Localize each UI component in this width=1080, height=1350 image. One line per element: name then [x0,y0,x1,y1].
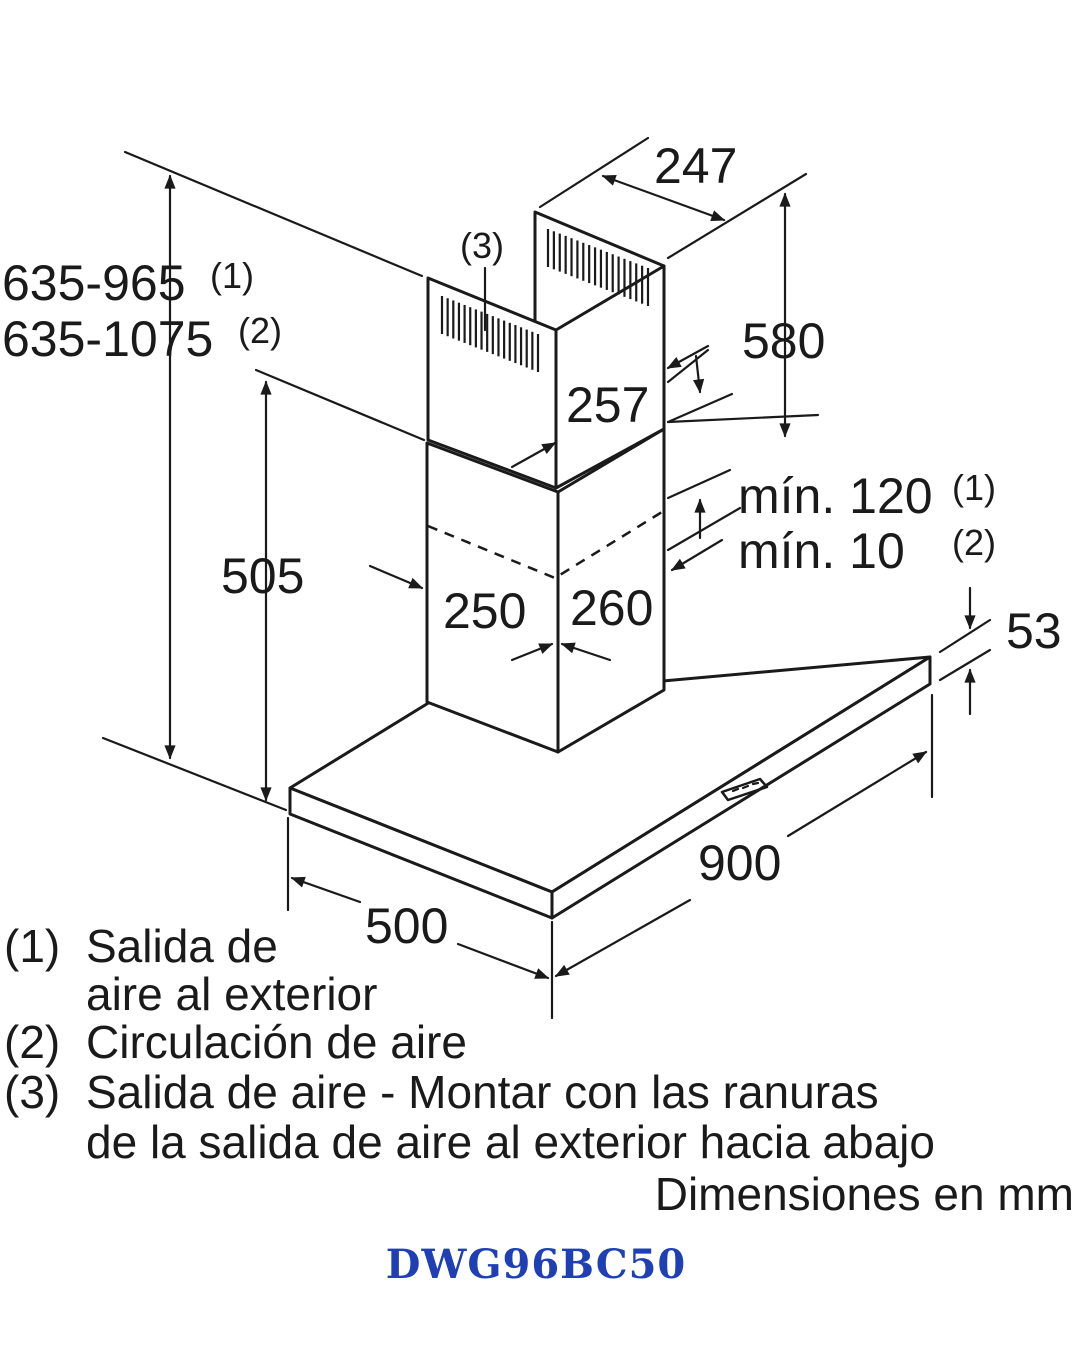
height-range-1: 635-965 [2,255,186,311]
dim-900: 900 [698,835,781,891]
model-name: DWG96BC50 [386,1241,686,1288]
legend-item1-line2: aire al exterior [86,968,377,1020]
lower-chimney [425,427,666,754]
legend-item3-line2: de la salida de aire al exterior hacia a… [86,1116,935,1168]
outlet-ref-3: (3) [460,225,504,266]
vent-slots-back [546,229,650,306]
legend-item3-num: (3) [4,1066,60,1118]
legend-item3-line1: Salida de aire - Montar con las ranuras [86,1066,879,1118]
control-panel [720,777,769,802]
upper-chimney [426,210,666,490]
dimension-arrows [164,174,976,980]
dim-257: 257 [566,377,649,433]
dim-250: 250 [443,583,526,639]
dim-500: 500 [365,898,448,954]
legend-item2-line1: Circulación de aire [86,1016,467,1068]
min-clearance-1: mín. 120 [738,468,933,524]
height-range-1-ref: (1) [210,255,254,296]
dim-505: 505 [221,548,304,604]
dim-260: 260 [570,580,653,636]
height-range-2-ref: (2) [238,310,282,351]
hood-canopy [288,655,932,920]
min-clearance-2: mín. 10 [738,523,905,579]
min-clearance-2-ref: (2) [952,522,996,563]
legend-item2-num: (2) [4,1016,60,1068]
dim-580: 580 [742,313,825,369]
min-clearance-1-ref: (1) [952,467,996,508]
units-note: Dimensiones en mm [655,1168,1074,1220]
dim-247: 247 [654,138,737,194]
vent-slots-front [440,296,540,372]
dim-53: 53 [1006,603,1062,659]
legend: (1) Salida de aire al exterior (2) Circu… [4,920,1074,1220]
legend-item1-num: (1) [4,920,60,972]
legend-item1-line1: Salida de [86,920,278,972]
height-range-2: 635-1075 [2,311,213,367]
extension-lines [101,136,992,1020]
